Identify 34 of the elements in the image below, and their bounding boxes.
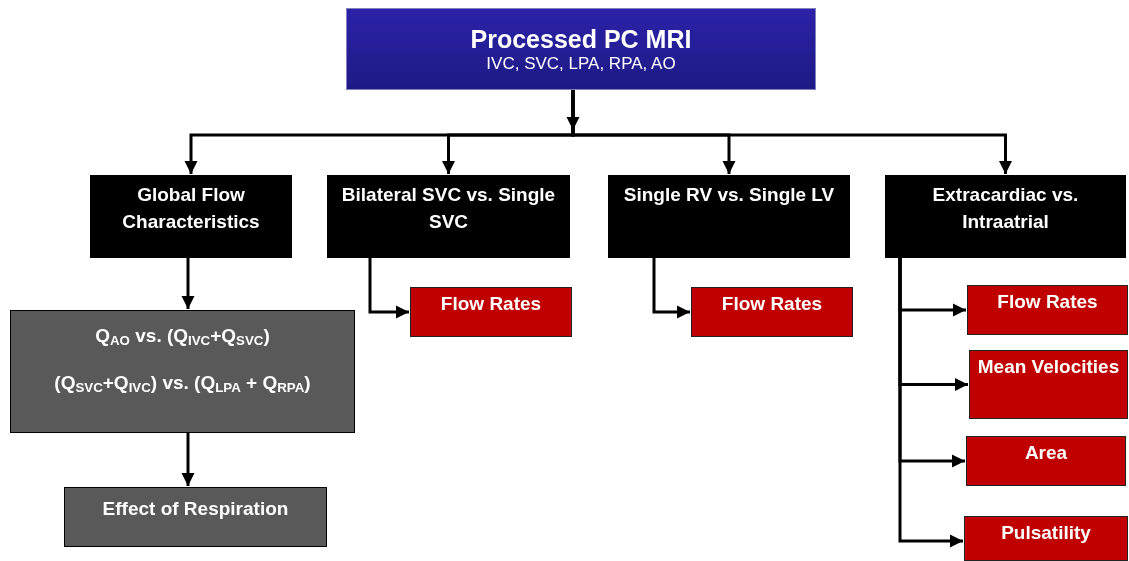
- category-box: [885, 175, 1126, 258]
- metric-label: Mean Velocities: [977, 355, 1120, 379]
- metric-label: Pulsatility: [1001, 521, 1091, 545]
- metric-box: [691, 287, 853, 337]
- metric-box: [969, 350, 1128, 419]
- category-box: [90, 175, 292, 258]
- metric-label: Flow Rates: [997, 290, 1098, 314]
- formula-text: Q$_{AO}$ vs. (Q$_{IVC}$+Q$_{SVC}$): [95, 325, 270, 349]
- metric-box: [410, 287, 572, 337]
- formula-box: [10, 310, 355, 433]
- formula-text: (Q$_{SVC}$+Q$_{IVC}$) vs. (Q$_{LPA}$ + Q$_{RPA}$): [54, 372, 311, 396]
- category-label: Single RV vs. Single LV: [623, 183, 835, 207]
- arrow: [652, 258, 690, 319]
- category-label: Bilateral SVC vs. Single SVC: [340, 183, 557, 234]
- arrow: [566, 90, 580, 130]
- arrow: [368, 258, 409, 319]
- metric-label: Area: [1024, 441, 1068, 465]
- category-label: Extracardiac vs. Intraatrial: [931, 183, 1080, 234]
- category-box: [327, 175, 570, 258]
- process-box: [64, 487, 327, 547]
- box-label: Effect of Respiration: [102, 498, 289, 520]
- title: Processed PC MRI: [470, 24, 692, 54]
- metric-box: [967, 285, 1128, 335]
- metric-label: Flow Rates: [721, 292, 823, 316]
- subtitle: IVC, SVC, LPA, RPA, AO: [486, 53, 676, 74]
- metric-box: [964, 516, 1128, 561]
- arrow: [898, 258, 963, 548]
- arrow: [181, 258, 195, 309]
- metric-box: [966, 436, 1126, 486]
- arrow: [181, 433, 195, 486]
- title-box: [346, 8, 816, 90]
- metric-label: Flow Rates: [440, 292, 542, 316]
- category-label: Global Flow Characteristics: [121, 183, 261, 234]
- category-box: [608, 175, 850, 258]
